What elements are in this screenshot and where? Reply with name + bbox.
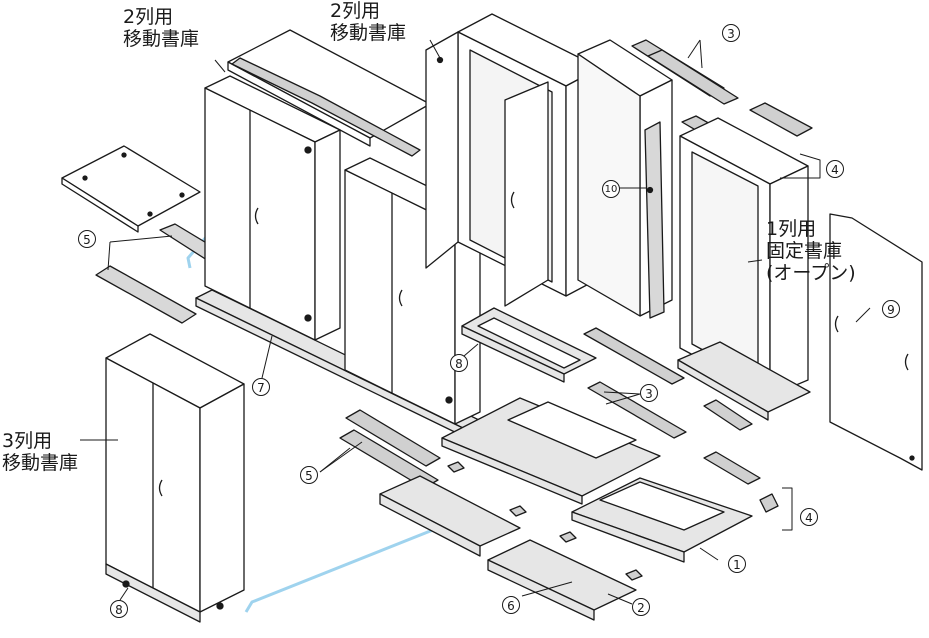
label-fixed-1row-line2: 固定書庫 [766, 240, 843, 262]
cabinet-2row-left [204, 75, 341, 341]
floor-frame-lower [571, 477, 753, 563]
base-frame-8 [461, 307, 597, 383]
part-number-8b: 8 [110, 600, 128, 618]
part-number-6: 6 [502, 596, 520, 614]
label-fixed-1row-line1: 1列用 [766, 218, 817, 240]
loose-door [829, 213, 923, 471]
label-fixed-1row-line3: (オープン) [766, 262, 856, 284]
label-fixed-1row: 1列用 固定書庫 (オープン) [766, 218, 856, 284]
leader-lines [80, 39, 871, 605]
top-rail-left [231, 57, 421, 157]
cabinet-open-door [425, 13, 601, 307]
label-mobile-2row-a: 2列用 移動書庫 [123, 6, 199, 50]
part-number-4b: 4 [800, 508, 818, 526]
label-mobile-2row-b-line1: 2列用 [330, 0, 381, 22]
cabinet-back [577, 39, 673, 319]
floor-frame-upper [441, 397, 661, 505]
label-mobile-2row-a-line2: 移動書庫 [123, 28, 200, 50]
part-number-10: 10 [602, 180, 620, 198]
label-mobile-2row-a-line1: 2列用 [123, 6, 174, 28]
part-number-5a: 5 [78, 230, 96, 248]
base-slab-left [379, 475, 521, 557]
label-mobile-3row-line2: 移動書庫 [2, 452, 79, 474]
part-number-7: 7 [252, 378, 270, 396]
part-number-9: 9 [882, 300, 900, 318]
label-mobile-3row-line1: 3列用 [2, 430, 53, 452]
part-number-3a: 3 [722, 24, 740, 42]
label-mobile-2row-b: 2列用 移動書庫 [330, 0, 406, 44]
label-mobile-3row: 3列用 移動書庫 [2, 430, 78, 474]
part-number-8a: 8 [450, 354, 468, 372]
part-number-1: 1 [728, 555, 746, 573]
label-mobile-2row-b-line2: 移動書庫 [330, 22, 407, 44]
rails-lower-right [583, 327, 779, 513]
loose-panel [61, 145, 201, 233]
part-number-3b: 3 [640, 384, 658, 402]
rail-5-lower [339, 409, 441, 489]
rail-3-top [631, 39, 739, 105]
fixed-cabinet-open [677, 117, 811, 421]
base-slab-right [487, 539, 637, 621]
small-brackets [447, 461, 643, 581]
part-number-4a: 4 [826, 160, 844, 178]
part-number-2: 2 [632, 598, 650, 616]
cabinet-3row [105, 333, 245, 623]
part-number-5b: 5 [300, 466, 318, 484]
